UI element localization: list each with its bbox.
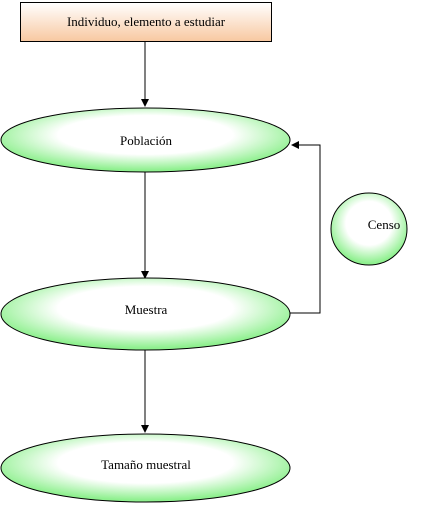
node-individuo: Individuo, elemento a estudiar [20, 2, 272, 42]
node-censo: Censo [330, 192, 408, 266]
node-tamano-label: Tamaño muestral [101, 457, 191, 472]
node-poblacion-shape [0, 107, 291, 173]
node-tamano: Tamaño muestral [0, 433, 291, 503]
node-muestra-label: Muestra [125, 302, 168, 317]
node-tamano-shape [0, 433, 291, 503]
node-poblacion: Población [0, 107, 291, 173]
node-censo-shape [330, 192, 408, 266]
node-individuo-box [20, 2, 272, 42]
node-muestra-shape [0, 277, 291, 351]
node-poblacion-label: Población [120, 133, 172, 148]
node-muestra: Muestra [0, 277, 291, 351]
node-censo-label: Censo [368, 217, 401, 232]
arrow-muestra-to-poblacion [290, 141, 321, 314]
node-individuo-label: Individuo, elemento a estudiar [67, 14, 226, 29]
